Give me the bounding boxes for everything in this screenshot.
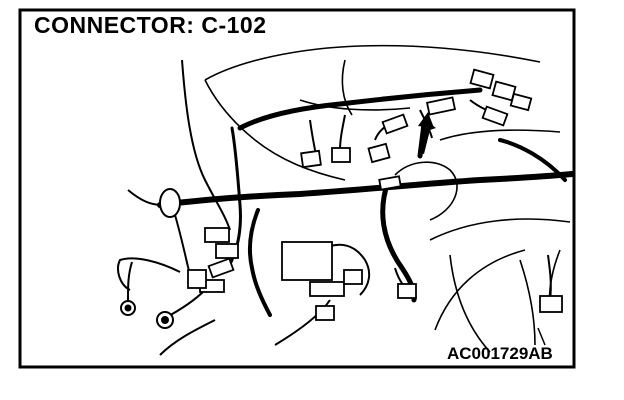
connectors xyxy=(187,68,563,321)
figure-code: AC001729AB xyxy=(447,344,553,363)
arrow-icon xyxy=(417,112,436,159)
diagram-border xyxy=(18,8,576,369)
connector-title: CONNECTOR: C-102 xyxy=(34,12,267,38)
grommet-and-terminals xyxy=(120,188,181,329)
dashboard-outline xyxy=(204,44,571,353)
leader-line xyxy=(537,327,546,346)
